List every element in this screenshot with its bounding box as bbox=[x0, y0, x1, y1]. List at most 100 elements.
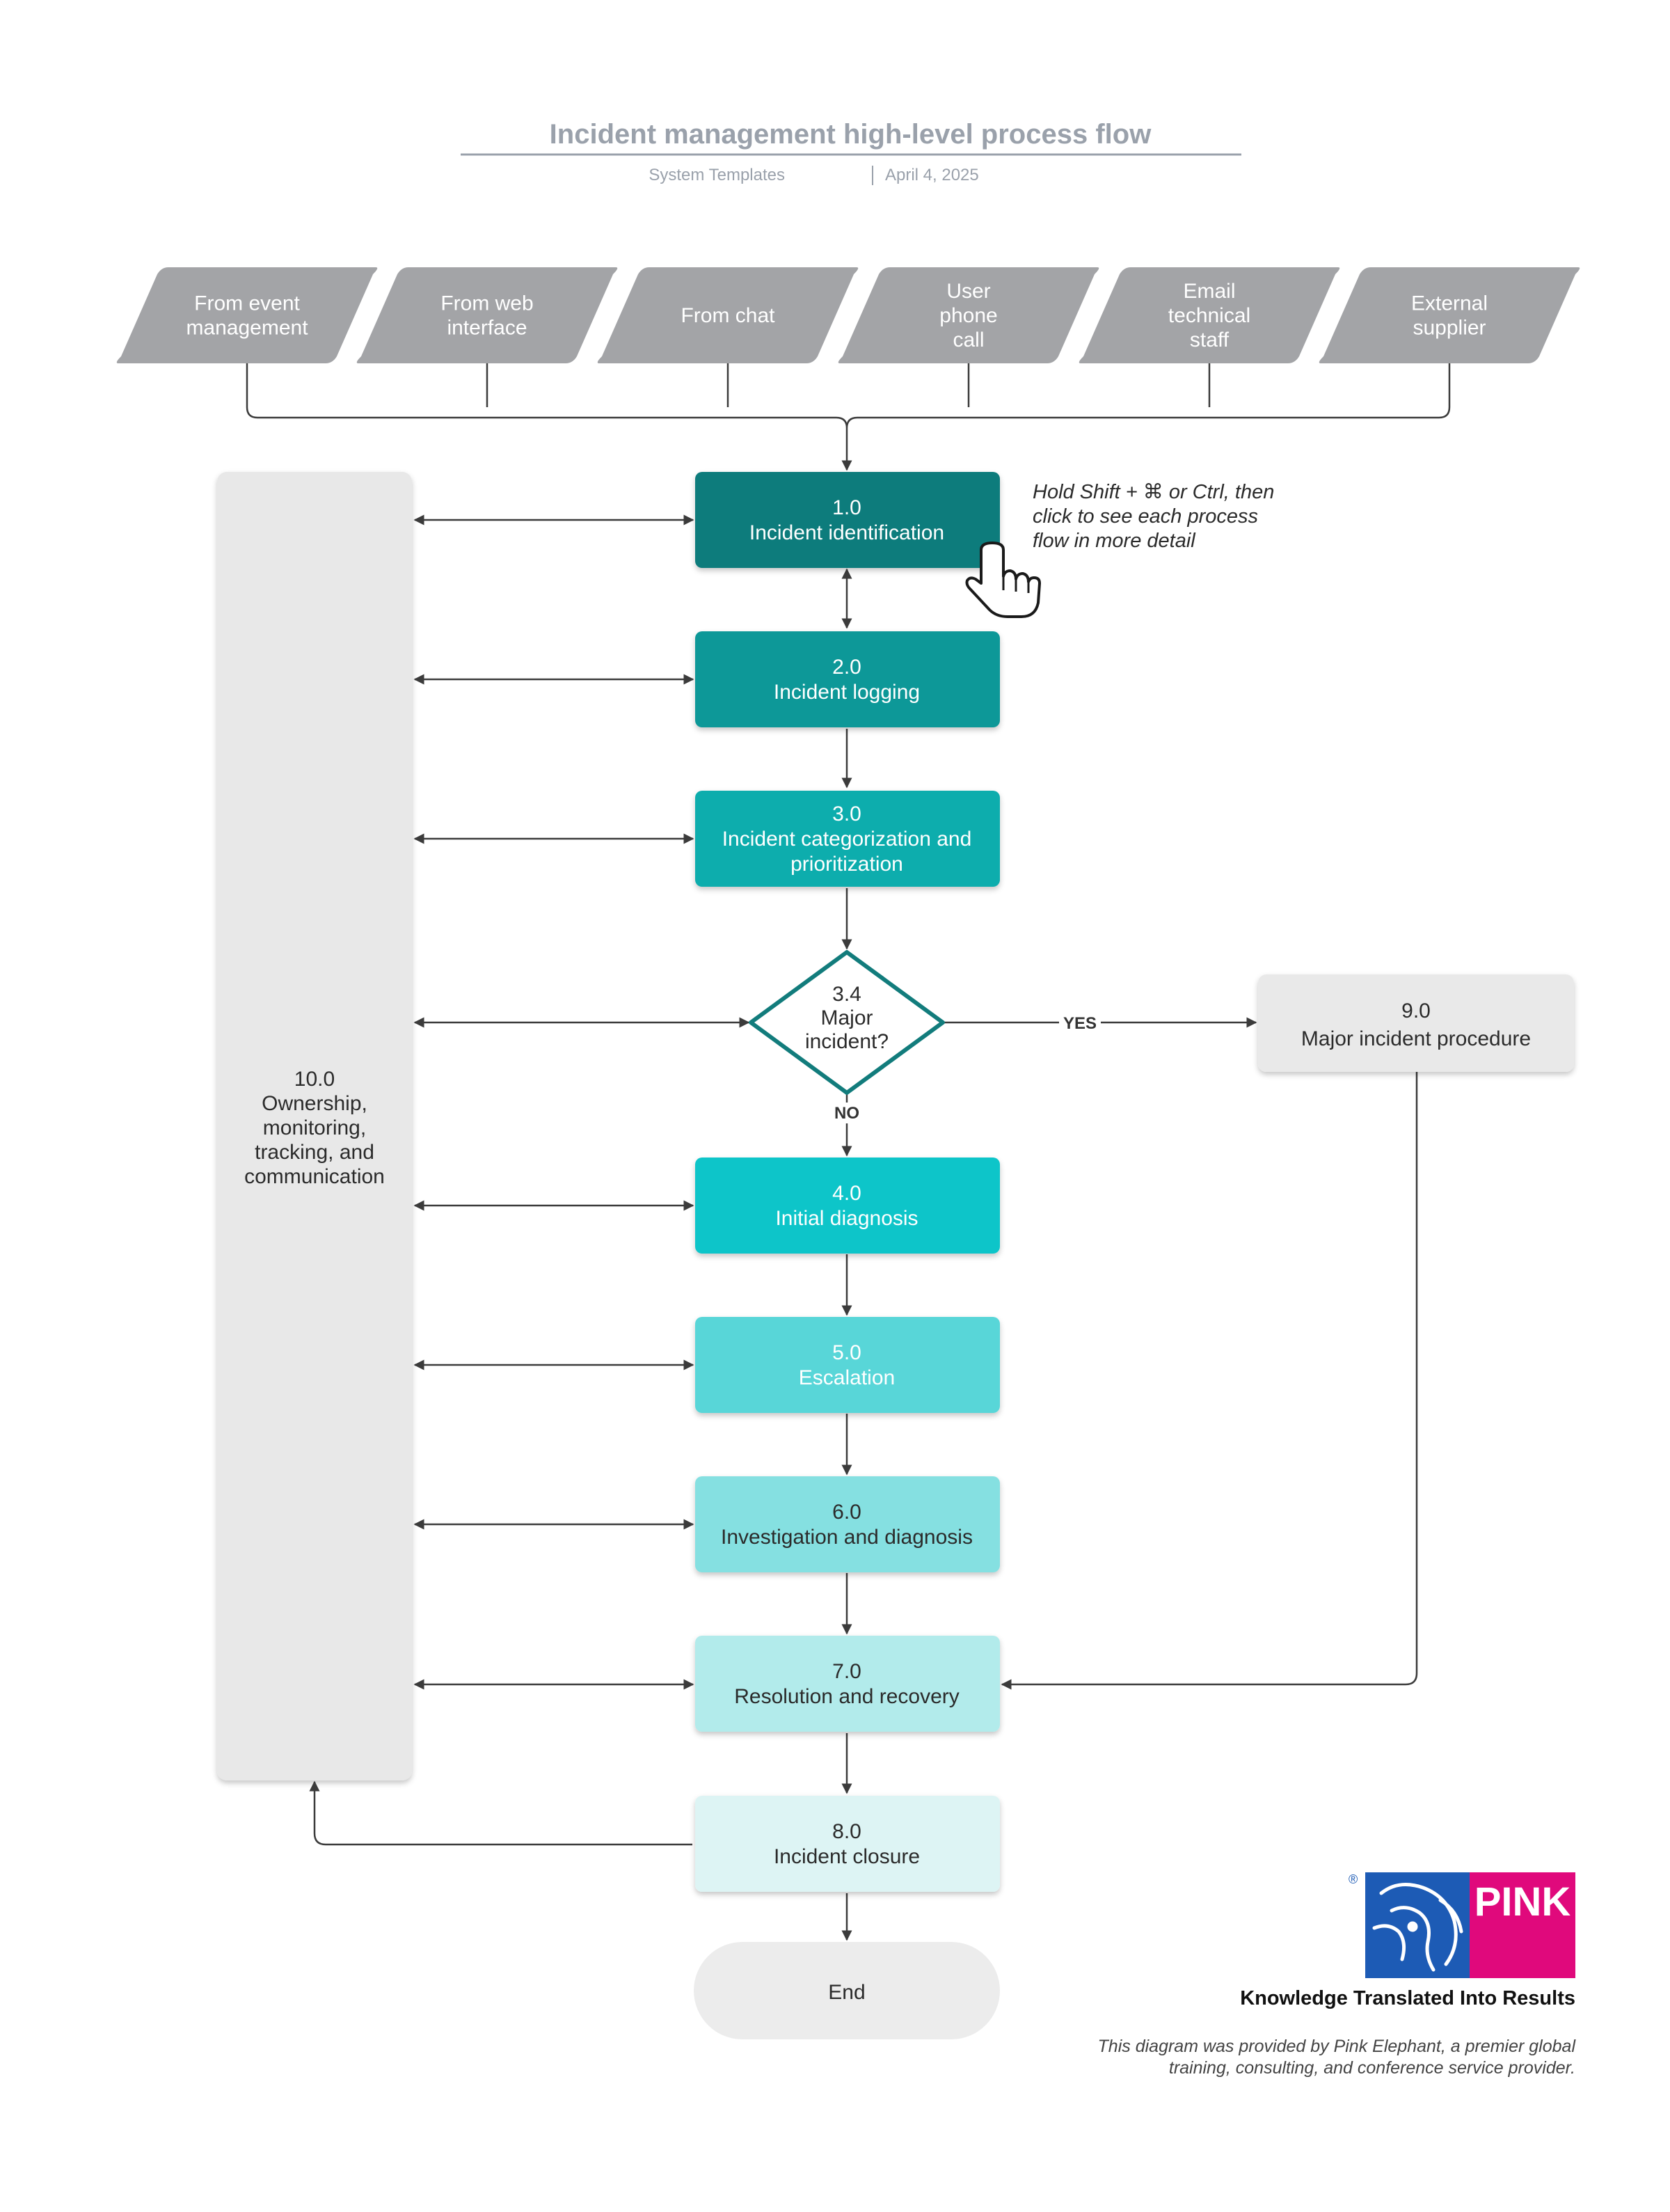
step-box bbox=[695, 631, 1000, 727]
text-line: call bbox=[953, 329, 984, 351]
step-box bbox=[695, 1317, 1000, 1413]
text-line: supplier bbox=[1413, 317, 1486, 340]
end-label: End bbox=[828, 1981, 865, 2004]
text-line: 10.0 bbox=[294, 1068, 335, 1091]
flow-connectors bbox=[309, 568, 1418, 1941]
elephant-icon bbox=[1372, 1883, 1463, 1972]
step-title: prioritization bbox=[790, 853, 903, 876]
hint-line: Hold Shift + ⌘ or Ctrl, then bbox=[1033, 481, 1274, 503]
step-box bbox=[695, 1796, 1000, 1892]
step-box bbox=[695, 1476, 1000, 1572]
header: Incident management high-level process f… bbox=[461, 119, 1241, 185]
major-procedure-label: Major incident procedure bbox=[1301, 1027, 1531, 1050]
text-line: Email bbox=[1183, 280, 1235, 303]
text-line: technical bbox=[1168, 304, 1250, 327]
source-node[interactable]: From chat bbox=[597, 267, 859, 363]
source-shape bbox=[597, 267, 859, 363]
pink-elephant-logo: ® PINK Knowledge Translated Into Results bbox=[1240, 1872, 1575, 2009]
logo-text: PINK bbox=[1474, 1879, 1571, 1925]
step-title: Escalation bbox=[799, 1366, 895, 1389]
text-line: From event bbox=[194, 292, 300, 315]
step-id: 1.0 bbox=[832, 496, 861, 519]
step-id: 5.0 bbox=[832, 1341, 861, 1364]
date-label: April 4, 2025 bbox=[885, 166, 979, 184]
step-id: 4.0 bbox=[832, 1182, 861, 1205]
credit-note: This diagram was provided by Pink Elepha… bbox=[1098, 2037, 1577, 2078]
text-line: incident? bbox=[805, 1030, 889, 1053]
step-title: Investigation and diagnosis bbox=[721, 1526, 973, 1549]
side-connectors bbox=[413, 514, 750, 1690]
hint-line: click to see each process bbox=[1033, 505, 1258, 528]
pink-brand-block bbox=[1470, 1872, 1575, 1978]
text-line: External bbox=[1411, 292, 1488, 315]
tagline: Knowledge Translated Into Results bbox=[1240, 1987, 1575, 2009]
registered-mark: ® bbox=[1349, 1872, 1358, 1886]
text-line: From chat bbox=[681, 304, 775, 327]
text-line: From web bbox=[440, 292, 533, 315]
text-line: User bbox=[946, 280, 990, 303]
text-line: tracking, and bbox=[255, 1141, 374, 1164]
step-id: 2.0 bbox=[832, 656, 861, 679]
major-procedure-id: 9.0 bbox=[1401, 1000, 1431, 1022]
text-line: Major bbox=[820, 1006, 873, 1029]
text-line: 3.4 bbox=[832, 983, 861, 1006]
step-id: 3.0 bbox=[832, 803, 861, 825]
source-shape bbox=[1079, 267, 1340, 363]
source-shape bbox=[1319, 267, 1580, 363]
no-label: NO bbox=[834, 1104, 859, 1123]
yes-label: YES bbox=[1063, 1014, 1097, 1033]
text-line: phone bbox=[939, 304, 997, 327]
step-id: 7.0 bbox=[832, 1660, 861, 1683]
source-shape bbox=[838, 267, 1099, 363]
text-line: monitoring, bbox=[263, 1116, 366, 1139]
step-title: Incident categorization and bbox=[722, 828, 972, 851]
step-title: Incident identification bbox=[749, 521, 944, 544]
text-line: interface bbox=[447, 317, 527, 340]
step-box bbox=[695, 791, 1000, 887]
source-label: From chat bbox=[681, 304, 775, 327]
text-line: management bbox=[186, 317, 308, 340]
step-id: 8.0 bbox=[832, 1820, 861, 1843]
step-id: 6.0 bbox=[832, 1501, 861, 1524]
step-box bbox=[695, 1636, 1000, 1732]
step-title: Incident closure bbox=[774, 1845, 920, 1868]
source-shape bbox=[356, 267, 618, 363]
credit-text: This diagram was provided by Pink Elepha… bbox=[1098, 2037, 1577, 2078]
page-title: Incident management high-level process f… bbox=[550, 119, 1152, 150]
major-incident-procedure-box[interactable]: 9.0 Major incident procedure bbox=[1258, 974, 1574, 1072]
hand-pointer-icon bbox=[965, 542, 1041, 618]
step-box bbox=[695, 1158, 1000, 1254]
